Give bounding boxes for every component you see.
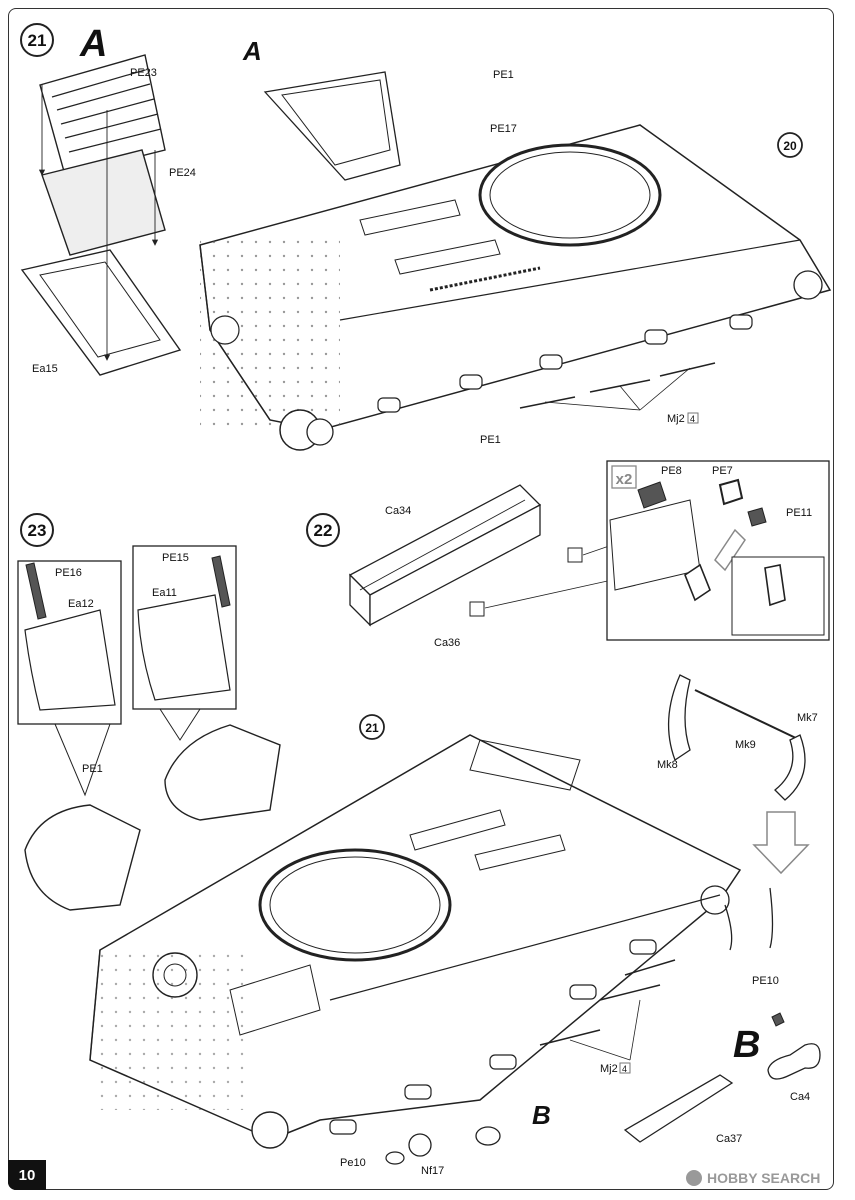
label-pe10-right: PE10 [752,975,779,987]
ca4-part [767,1043,821,1080]
sub-assembly-b-ref: B [532,1100,551,1130]
label-nf17: Nf17 [421,1165,444,1177]
label-mk7: Mk7 [797,712,818,724]
step-21-ref-badge [359,714,385,740]
suspension-arms-lower [329,939,657,1135]
label-mj2-low: Mj2 [600,1063,618,1075]
label-ea15: Ea15 [32,363,58,375]
watermark: HOBBY SEARCH [686,1170,820,1186]
sub-assembly-a-ref: A [242,36,262,66]
hull-lower-assembly: 21 [89,714,742,1149]
step-21-number: 21 [28,31,47,50]
step-21-badge [20,23,54,57]
label-pe7: PE7 [712,465,733,477]
watermark-text: HOBBY SEARCH [707,1170,821,1186]
step-23-badge [20,513,54,547]
label-pe1-mid: PE1 [480,434,501,446]
pe16-part [25,562,47,620]
label-pe15: PE15 [162,552,189,564]
ea15-base [20,249,182,376]
step-22: 22 Ca34 Ca36 x2 PE8 PE7 PE11 [306,460,830,649]
label-pe17: PE17 [490,123,517,135]
badge-mj2-top: 4 [690,414,695,424]
fender-left [24,804,141,911]
label-ea11: Ea11 [152,587,177,599]
label-ca34: Ca34 [385,505,411,517]
step-23: 23 PE16 Ea12 PE15 Ea11 PE1 [17,513,281,911]
nf17-part [408,1133,432,1157]
label-x2: x2 [616,471,633,488]
label-ca37: Ca37 [716,1133,742,1145]
pe10-part [771,1012,785,1027]
page-number: 10 [8,1160,46,1190]
step-22-number: 22 [314,521,333,540]
clip-left [469,601,485,617]
hull-upper-assembly [199,71,832,451]
label-pe16: PE16 [55,567,82,579]
step-20-ref-number: 20 [783,139,797,153]
pe8-part [637,481,667,509]
pe11-part [747,507,767,527]
label-mk9: Mk9 [735,739,756,751]
ea12-part [24,609,116,711]
ea11-part [137,594,231,701]
fender-right [164,724,281,821]
callout-arrow [714,528,746,572]
pe24-mesh [41,149,166,256]
ca37-assembly: Ca37 [623,1074,742,1145]
step-23-number: 23 [28,521,47,540]
label-mj2-top: Mj2 [667,413,685,425]
step-22-badge [306,513,340,547]
pe15-part [211,555,231,608]
pe7-part [718,478,744,506]
label-pe24: PE24 [169,167,196,179]
step-20-ref-badge [777,132,803,158]
label-pe8: PE8 [661,465,682,477]
suspension-arms-top [377,314,753,413]
step-21: 21 A PE23 PE24 Ea15 A [20,23,832,451]
label-pe11: PE11 [786,507,812,519]
pe10-low-part [385,1151,405,1165]
label-mk8: Mk8 [657,759,678,771]
sub-assembly-a-label: A [79,23,107,65]
label-ca4: Ca4 [790,1091,810,1103]
label-pe1-top: PE1 [493,69,514,81]
hobby-search-logo-icon [686,1170,702,1186]
label-pe23: PE23 [130,67,157,79]
step-21-ref-number: 21 [365,721,379,735]
label-pe1-low: PE1 [82,763,103,775]
torsion-bars-top [519,362,716,409]
mk-bracket-assembly: Mk8 Mk9 Mk7 [657,674,818,951]
label-ea12: Ea12 [68,598,94,610]
assembly-arrow-down [752,811,810,875]
badge-mj2-low: 4 [622,1064,627,1074]
pe23-grille [39,54,166,176]
ca34-ca36-assembly [348,484,542,627]
sub-assembly-b: B PE10 Ca4 B Pe10 Nf17 [340,975,821,1177]
torsion-bars-lower [539,959,676,1046]
page-frame [8,8,834,1190]
label-ca36: Ca36 [434,637,460,649]
sub-assembly-b-label: B [733,1024,760,1066]
clip-right [567,547,583,563]
label-pe10-low: Pe10 [340,1157,366,1169]
